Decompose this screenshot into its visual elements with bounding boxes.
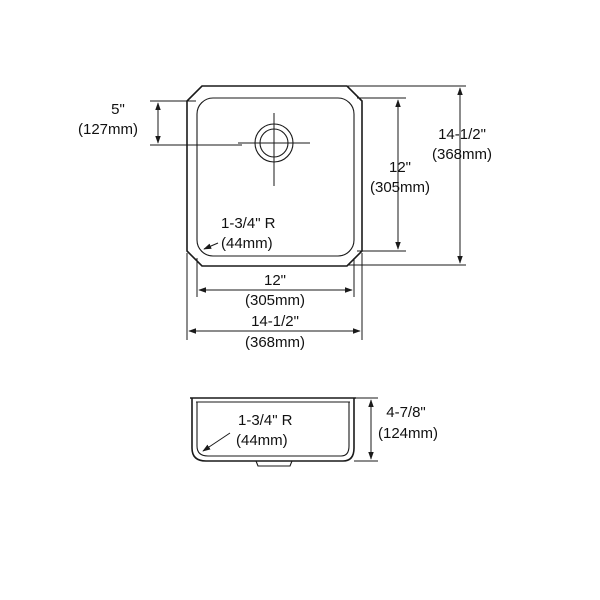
depth-metric: (124mm)	[378, 425, 438, 442]
inner-width-metric: (305mm)	[245, 292, 305, 309]
side-view: 4-7/8" (124mm) 1-3/4" R (44mm)	[190, 397, 438, 467]
outer-width-imperial: 14-1/2"	[251, 313, 299, 330]
depth-dimension: 4-7/8" (124mm)	[354, 397, 438, 462]
inner-height-imperial: 12"	[389, 159, 411, 176]
outer-width-dimension: 14-1/2" (368mm)	[186, 253, 363, 351]
sink-outer-rim	[186, 85, 363, 267]
top-view: 5" (127mm) 1-3/4" R (44mm) 12" (305mm) 1…	[78, 85, 492, 351]
top-corner-radius-callout: 1-3/4" R (44mm)	[203, 215, 276, 252]
top-corner-radius-metric: (44mm)	[221, 235, 273, 252]
inner-height-metric: (305mm)	[370, 179, 430, 196]
inner-height-dimension: 12" (305mm)	[357, 97, 430, 252]
outer-height-imperial: 14-1/2"	[438, 126, 486, 143]
side-corner-radius-metric: (44mm)	[236, 432, 288, 449]
outer-height-metric: (368mm)	[432, 146, 492, 163]
side-corner-radius-callout: 1-3/4" R (44mm)	[202, 412, 293, 452]
drain-offset-imperial: 5"	[111, 101, 125, 118]
side-bowl-profile	[191, 398, 355, 462]
depth-imperial: 4-7/8"	[386, 404, 426, 421]
sink-inner-bowl	[196, 97, 355, 257]
drain-offset-metric: (127mm)	[78, 121, 138, 138]
drain-offset-dimension: 5" (127mm)	[78, 100, 242, 146]
side-corner-radius-imperial: 1-3/4" R	[238, 412, 293, 429]
top-corner-radius-imperial: 1-3/4" R	[221, 215, 276, 232]
outer-height-dimension: 14-1/2" (368mm)	[348, 85, 492, 266]
inner-width-imperial: 12"	[264, 272, 286, 289]
outer-width-metric: (368mm)	[245, 334, 305, 351]
side-drain-outlet	[255, 460, 293, 467]
drain-icon	[238, 113, 310, 186]
inner-width-dimension: 12" (305mm)	[196, 258, 355, 309]
